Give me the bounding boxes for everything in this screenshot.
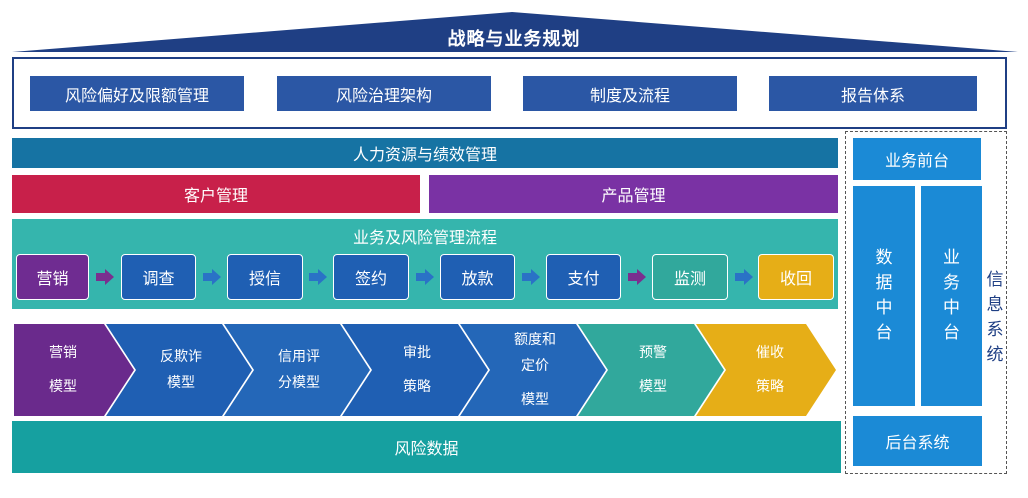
customer-management-bar[interactable]: 客户管理	[12, 175, 420, 213]
model-label-approval: 审批 策略	[403, 345, 431, 395]
model-label-collection: 催收 策略	[756, 345, 784, 395]
process-title: 业务及风险管理流程	[352, 228, 497, 247]
arrow-right-icon	[309, 269, 327, 285]
model-label-anti-fraud: 反欺诈 模型	[160, 349, 202, 391]
governance-risk-appetite[interactable]: 风险偏好及限额管理	[30, 76, 244, 111]
chevron-anti-fraud-model[interactable]	[106, 324, 252, 416]
step-monitoring[interactable]: 监测	[652, 254, 728, 300]
chevron-collection-strategy[interactable]	[696, 324, 836, 416]
strategy-title: 战略与业务规划	[447, 29, 581, 50]
product-management-bar[interactable]: 产品管理	[429, 175, 838, 213]
step-signing[interactable]: 签约	[333, 254, 409, 300]
step-marketing[interactable]: 营销	[16, 254, 89, 300]
arrow-right-icon	[628, 269, 646, 285]
governance-risk-structure[interactable]: 风险治理架构	[277, 76, 491, 111]
step-investigation[interactable]: 调查	[121, 254, 196, 300]
governance-policy-process[interactable]: 制度及流程	[523, 76, 737, 111]
arrow-right-icon	[735, 269, 753, 285]
data-middle-office[interactable]: 数 据 中 台	[853, 186, 915, 406]
model-label-credit-scoring: 信用评 分模型	[278, 349, 320, 391]
information-system-label: 信 息 系 统	[986, 270, 1004, 365]
arrow-right-icon	[96, 269, 114, 285]
hr-performance-bar[interactable]: 人力资源与绩效管理	[12, 138, 838, 168]
governance-reporting[interactable]: 报告体系	[769, 76, 977, 111]
chevron-limit-pricing-model[interactable]	[460, 324, 606, 416]
back-office-system[interactable]: 后台系统	[853, 416, 982, 466]
chevron-warning-model[interactable]	[578, 324, 724, 416]
chevron-approval-strategy[interactable]	[342, 324, 488, 416]
roof-shape	[12, 12, 1018, 52]
model-label-marketing: 营销 模型	[49, 345, 77, 395]
step-collection[interactable]: 收回	[758, 254, 834, 300]
step-payment[interactable]: 支付	[546, 254, 621, 300]
arrow-right-icon	[203, 269, 221, 285]
step-disbursement[interactable]: 放款	[440, 254, 515, 300]
chevron-credit-scoring-model[interactable]	[224, 324, 370, 416]
business-front-office[interactable]: 业务前台	[853, 138, 981, 180]
model-label-limit-pricing: 额度和 定价 模型	[514, 332, 556, 408]
business-middle-office[interactable]: 业 务 中 台	[921, 186, 982, 406]
model-label-warning: 预警 模型	[639, 345, 667, 395]
arrow-right-icon	[522, 269, 540, 285]
chevron-marketing-model[interactable]	[14, 324, 134, 416]
risk-data-bar[interactable]: 风险数据	[12, 421, 841, 473]
arrow-right-icon	[416, 269, 434, 285]
step-credit-grant[interactable]: 授信	[227, 254, 303, 300]
side-systems-frame	[845, 131, 1007, 474]
